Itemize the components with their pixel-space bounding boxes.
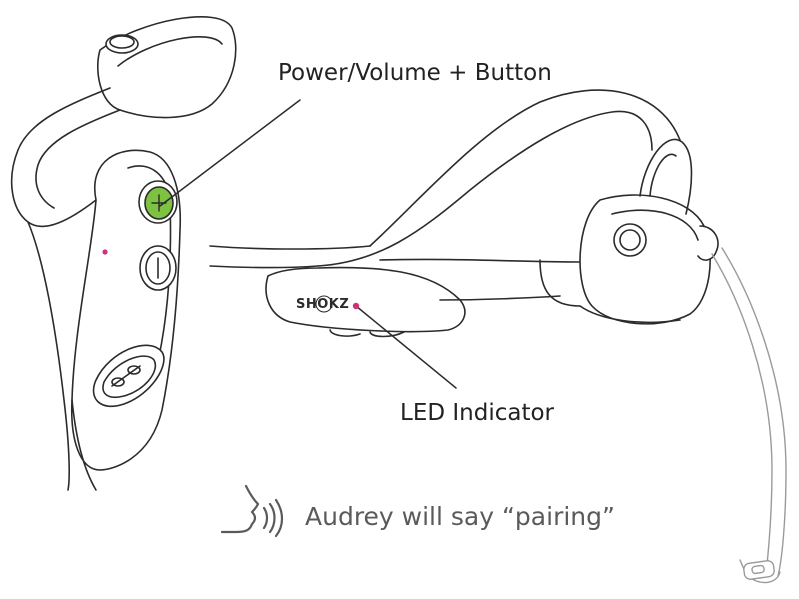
voice-prompt-label: Audrey will say “pairing” [305,502,615,531]
led-indicator-leader [355,305,457,389]
svg-text:SHOKZ: SHOKZ [296,297,349,312]
led-indicator-dot [352,302,360,310]
charging-port [92,344,165,407]
volume-minus-button [139,245,177,291]
power-button-leader [159,99,301,207]
left-earpiece-closeup [10,16,237,491]
speaking-head-icon [220,484,284,538]
power-volume-plus-button [138,180,178,224]
microphone-boom [711,247,787,584]
power-volume-button-label: Power/Volume + Button [278,60,552,86]
side-led-dot [102,249,108,255]
headset-full-view [209,89,719,338]
led-indicator-label: LED Indicator [400,400,555,426]
brand-logo: SHOKZ [296,295,349,313]
